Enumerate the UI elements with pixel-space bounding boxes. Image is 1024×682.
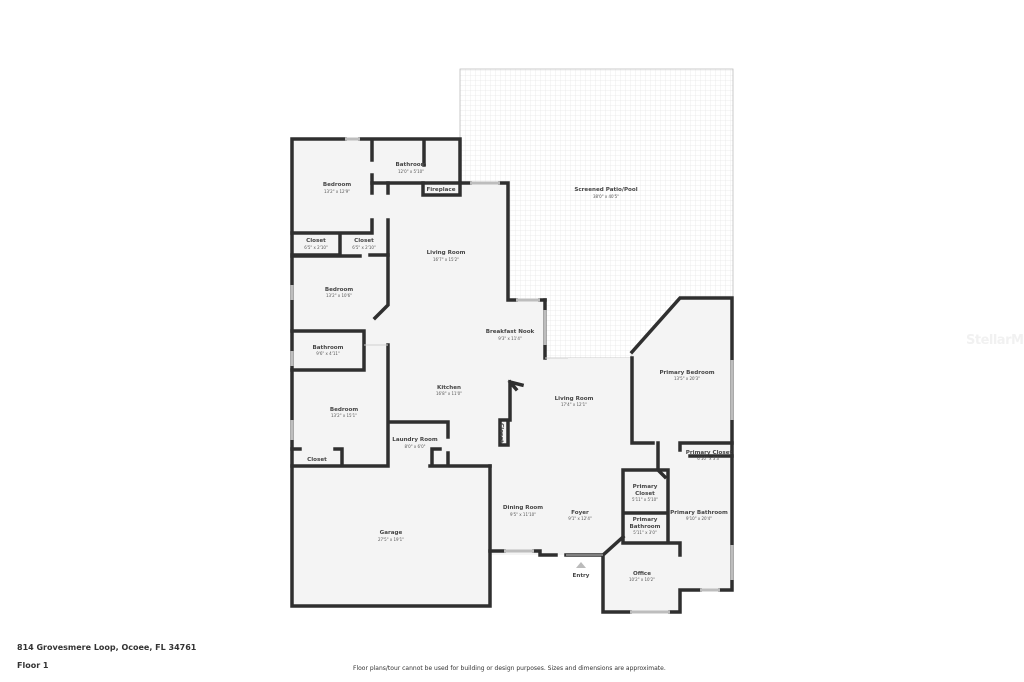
room-dims: 6'10" x 3'3" <box>697 456 721 461</box>
room-breakfast-nook: Breakfast Nook <box>486 329 535 335</box>
room-dims: 17'4" x 12'1" <box>561 402 587 407</box>
room-living-room: Living Room <box>427 250 466 256</box>
room-closet-b: Closet <box>354 238 374 244</box>
room-dims: 27'5" x 19'1" <box>378 537 404 542</box>
windows <box>290 137 734 614</box>
room-bathroom-w: Bathroom <box>313 345 344 351</box>
disclaimer: Floor plans/tour cannot be used for buil… <box>353 665 666 672</box>
room-primary-bathroom-1: Primary Bathroom <box>670 510 728 516</box>
room-dims: 6'5" x 2'10" <box>352 245 376 250</box>
room-living-room-2: Living Room <box>555 396 594 402</box>
room-dims: 9'5" x 11'10" <box>510 512 536 517</box>
room-dims: 5'11" x 3'0" <box>633 530 657 535</box>
room-dims: 8'0" x 6'0" <box>405 444 426 449</box>
room-dims: 38'0" x 40'5" <box>593 194 619 199</box>
room-closet-sw: Closet <box>307 457 327 463</box>
room-closet-k: Closet <box>498 423 504 443</box>
entry-arrow-icon <box>576 562 586 568</box>
room-dims: 13'2" x 12'9" <box>324 189 350 194</box>
room-primary-bathroom-2: Primary <box>633 517 658 523</box>
room-dims: 10'2" x 10'2" <box>629 577 655 582</box>
room-bedroom-sw: Bedroom <box>330 407 359 413</box>
room-dining: Dining Room <box>503 505 543 511</box>
watermark-logo: StellarMLS <box>966 333 1024 348</box>
room-primary-closet-1: Primary Closet <box>686 450 733 456</box>
room-kitchen: Kitchen <box>437 385 461 391</box>
room-dims: 16'8" x 11'0" <box>436 391 462 396</box>
room-primary-closet-2: Primary <box>633 484 658 490</box>
room-office: Office <box>633 571 651 577</box>
room-dims: 9'6" x 4'11" <box>316 351 340 356</box>
room-dims: 12'0" x 5'10" <box>398 169 424 174</box>
room-dims: 6'5" x 2'10" <box>304 245 328 250</box>
entry-label: Entry <box>573 573 590 579</box>
room-foyer: Foyer <box>571 510 589 516</box>
room-laundry: Laundry Room <box>392 437 438 443</box>
room-dims: 9'1" x 12'4" <box>568 516 592 521</box>
fireplace-label: Fireplace <box>426 187 455 193</box>
room-dims: 5'11" x 5'10" <box>632 497 658 502</box>
room-garage: Garage <box>380 530 403 536</box>
room-bedroom-nw: Bedroom <box>323 182 352 188</box>
room-name-line2: Closet <box>635 491 655 497</box>
room-bedroom-w: Bedroom <box>325 287 354 293</box>
room-dims: 13'5" x 20'3" <box>674 376 700 381</box>
address: 814 Grovesmere Loop, Ocoee, FL 34761 <box>17 643 197 652</box>
floor-label: Floor 1 <box>17 661 49 670</box>
room-dims: 13'2" x 10'6" <box>326 293 352 298</box>
room-dims: 16'7" x 15'2" <box>433 257 459 262</box>
room-closet-a: Closet <box>306 238 326 244</box>
room-primary-bedroom: Primary Bedroom <box>659 370 714 376</box>
room-dims: 9'10" x 20'4" <box>686 516 712 521</box>
room-labels: Bedroom 13'2" x 12'9" Bathroom 12'0" x 5… <box>304 162 732 582</box>
room-dims: 13'2" x 15'1" <box>331 413 357 418</box>
walls <box>290 137 734 614</box>
room-bathroom-n: Bathroom <box>396 162 427 168</box>
room-dims: 9'3" x 11'4" <box>498 336 522 341</box>
room-patio: Screened Patio/Pool <box>574 187 637 193</box>
room-name-line2: Bathroom <box>630 524 661 530</box>
